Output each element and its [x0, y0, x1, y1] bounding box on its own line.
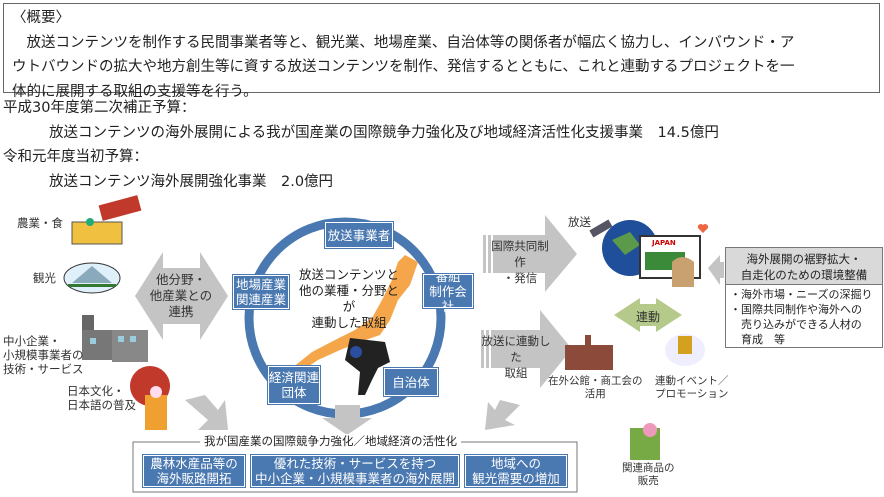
label-line: 技術・サービス	[3, 362, 84, 376]
intl-arrow	[483, 215, 577, 292]
env-item: 育成 等	[730, 333, 785, 346]
label-line: 在外公館・商工会の	[548, 375, 643, 387]
festival-illustration	[665, 334, 705, 366]
globe-illustration	[589, 219, 658, 276]
label-line: 自走化のための環境整備	[740, 268, 868, 282]
down-arrow	[185, 395, 228, 430]
label-line: 活用	[584, 388, 606, 400]
label-line: 地場産業	[235, 277, 286, 292]
intl-arrow-label: 国際共同制作 ・発信	[488, 238, 552, 286]
pc-illustration	[639, 224, 709, 287]
label-sme: 中小企業・ 小規模事業者の 技術・サービス	[3, 334, 84, 376]
env-box: 海外展開の裾野拡大・ 自走化のための環境整備 ・海外市場・ニーズの深掘り ・国際…	[725, 247, 883, 348]
outcome-box-agri: 農林水産品等の 海外販路開拓	[142, 454, 246, 488]
budget-item: 放送コンテンツの海外展開による我が国産業の国際競争力強化及び地域経済活性化支援事…	[49, 124, 719, 141]
overview-box: 〈概要〉 放送コンテンツを制作する民間事業者等と、観光業、地場産業、自治体等の関…	[3, 3, 880, 100]
outcome-box-tourism: 地域への 観光需要の増加	[464, 454, 568, 488]
box-local-industry: 地場産業 関連産業	[232, 274, 290, 310]
label-agri: 農業・食	[17, 216, 63, 230]
label-line: 農林水産品等の	[150, 456, 238, 471]
down-arrow	[322, 405, 372, 435]
label-line: 放送に連動した	[481, 334, 551, 364]
label-line: 小規模事業者の	[3, 348, 84, 362]
label-line: 日本文化・	[67, 384, 125, 398]
label-line: 販売	[637, 475, 659, 487]
agriculture-illustration	[71, 195, 142, 245]
box-econ-org: 経済関連 団体	[267, 365, 321, 405]
env-item: 売り込みができる人材の	[730, 318, 862, 331]
env-arrow	[708, 255, 724, 285]
label-line: 観光需要の増加	[472, 471, 560, 486]
label-line: 連動イベント／	[655, 375, 729, 387]
outcome-title: 我が国産業の国際競争力強化／地域経済の活性化	[200, 434, 461, 449]
label-line: 経済関連	[269, 370, 320, 385]
japan-map-icon	[292, 255, 418, 372]
label-line: 他分野・	[155, 272, 206, 287]
budget-label: 令和元年度当初予算：	[3, 149, 148, 165]
overview-heading: 〈概要〉	[12, 10, 70, 26]
env-item: ・海外市場・ニーズの深掘り	[730, 288, 873, 301]
label-line: 国際共同制作	[491, 239, 549, 269]
label-line: プロモーション	[655, 388, 729, 400]
caption-event: 連動イベント／ プロモーション	[655, 375, 729, 401]
down-arrow	[485, 400, 520, 430]
collab-arrow-label: 他分野・ 他産業との 連携	[148, 272, 214, 320]
broadcast-label: 放送	[568, 215, 591, 229]
label-line: 中小企業・小規模事業者の海外展開	[254, 471, 455, 486]
label-line: 番組	[435, 268, 461, 284]
cycle-center-text: 放送コンテンツと 他の業種・分野とが 連動した取組	[296, 267, 402, 331]
label-line: 関連商品の	[622, 462, 675, 474]
label-line: 優れた技術・サービスを持つ	[273, 456, 437, 471]
japan-screen-text: JAPAN	[652, 239, 676, 247]
overview-line: 体的に展開する取組の支援等を行う。	[12, 83, 258, 100]
label-line: 団体	[281, 385, 307, 400]
budget-item: 放送コンテンツ海外展開強化事業 2.0億円	[49, 173, 334, 190]
label-line: 海外販路開拓	[156, 471, 232, 486]
label-culture: 日本文化・ 日本語の普及	[67, 384, 136, 412]
label-line: ・発信	[502, 271, 538, 285]
label-line: 制作会社	[429, 283, 467, 314]
env-box-items: ・海外市場・ニーズの深掘り ・国際共同制作や海外への 売り込みができる人材の 育…	[726, 285, 882, 349]
caption-products: 関連商品の 販売	[622, 462, 675, 488]
tourism-illustration	[63, 262, 121, 294]
label-line: 放送コンテンツと	[298, 267, 399, 282]
overview-line: ウトバウンドの拡大や地方創生等に資する放送コンテンツを制作、発信するとともに、こ…	[12, 59, 795, 75]
factory-illustration	[82, 315, 148, 362]
label-line: 他産業との	[149, 288, 213, 303]
label-line: 日本語の普及	[67, 398, 136, 412]
label-line: 海外展開の裾野拡大・	[746, 252, 862, 266]
env-item: ・国際共同制作や海外への	[730, 303, 862, 316]
box-local-gov: 自治体	[383, 367, 439, 397]
budget-section: 平成30年度第二次補正予算： 放送コンテンツの海外展開による我が国産業の国際競争…	[3, 96, 719, 194]
label-line: 他の業種・分野とが	[298, 283, 399, 314]
label-line: 連動した取組	[311, 315, 387, 330]
env-box-title: 海外展開の裾野拡大・ 自走化のための環境整備	[726, 248, 882, 285]
embassy-illustration	[565, 335, 613, 370]
label-line: 地域への	[490, 456, 541, 471]
rendo-label: 連動	[636, 310, 661, 324]
linked-arrow-label: 放送に連動した 取組	[480, 333, 552, 381]
caption-embassy: 在外公館・商工会の 活用	[548, 375, 643, 401]
label-line: 関連産業	[235, 292, 286, 307]
collab-double-arrow	[135, 252, 228, 340]
budget-label: 平成30年度第二次補正予算：	[3, 100, 196, 116]
label-line: 取組	[504, 366, 528, 380]
products-illustration	[630, 423, 660, 460]
label-tourism: 観光	[33, 271, 56, 285]
overview-line: 放送コンテンツを制作する民間事業者等と、観光業、地場産業、自治体等の関係者が幅広…	[12, 34, 795, 51]
rendo-arrow	[614, 298, 682, 332]
label-line: 連携	[168, 304, 194, 319]
linked-arrow	[481, 310, 572, 388]
box-broadcaster: 放送事業者	[324, 221, 394, 249]
box-producer: 番組 制作会社	[422, 269, 474, 314]
outcome-box-sme: 優れた技術・サービスを持つ 中小企業・小規模事業者の海外展開	[250, 454, 460, 488]
geisha-illustration	[130, 366, 170, 430]
label-line: 中小企業・	[3, 334, 61, 348]
